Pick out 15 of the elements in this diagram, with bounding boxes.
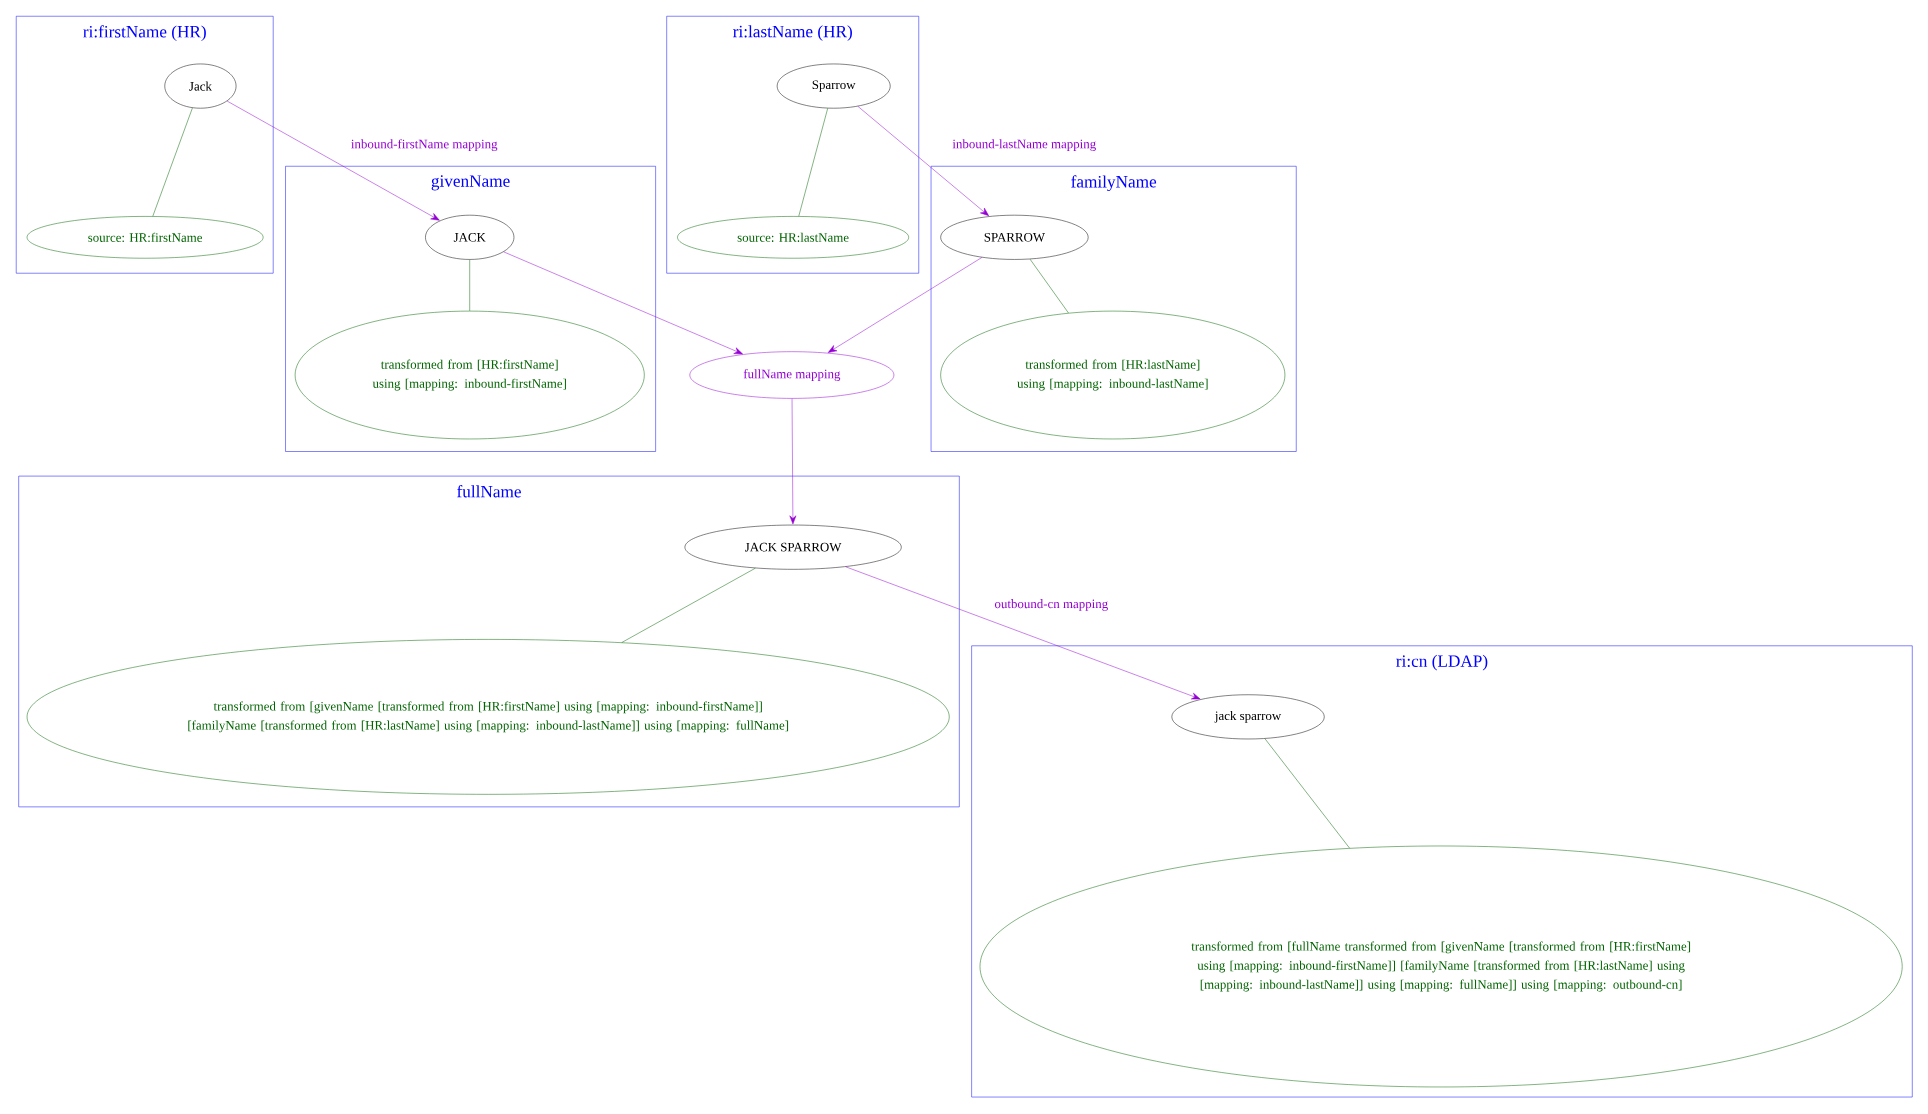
arrow	[857, 106, 989, 217]
connector-line	[798, 108, 828, 217]
connector-line	[1264, 738, 1350, 849]
connector-line	[152, 107, 193, 217]
arrow	[226, 100, 440, 221]
connector-line	[1029, 258, 1069, 314]
connector-line	[469, 259, 470, 312]
arrow	[789, 398, 797, 525]
arrow	[827, 257, 983, 353]
arrow	[845, 566, 1201, 700]
arrow	[503, 251, 743, 355]
edge-label: inbound-firstName mapping	[349, 137, 499, 153]
edge-label: inbound-lastName mapping	[951, 138, 1098, 153]
connector-line	[621, 567, 756, 643]
edge-label: outbound-cn mapping	[993, 597, 1110, 613]
